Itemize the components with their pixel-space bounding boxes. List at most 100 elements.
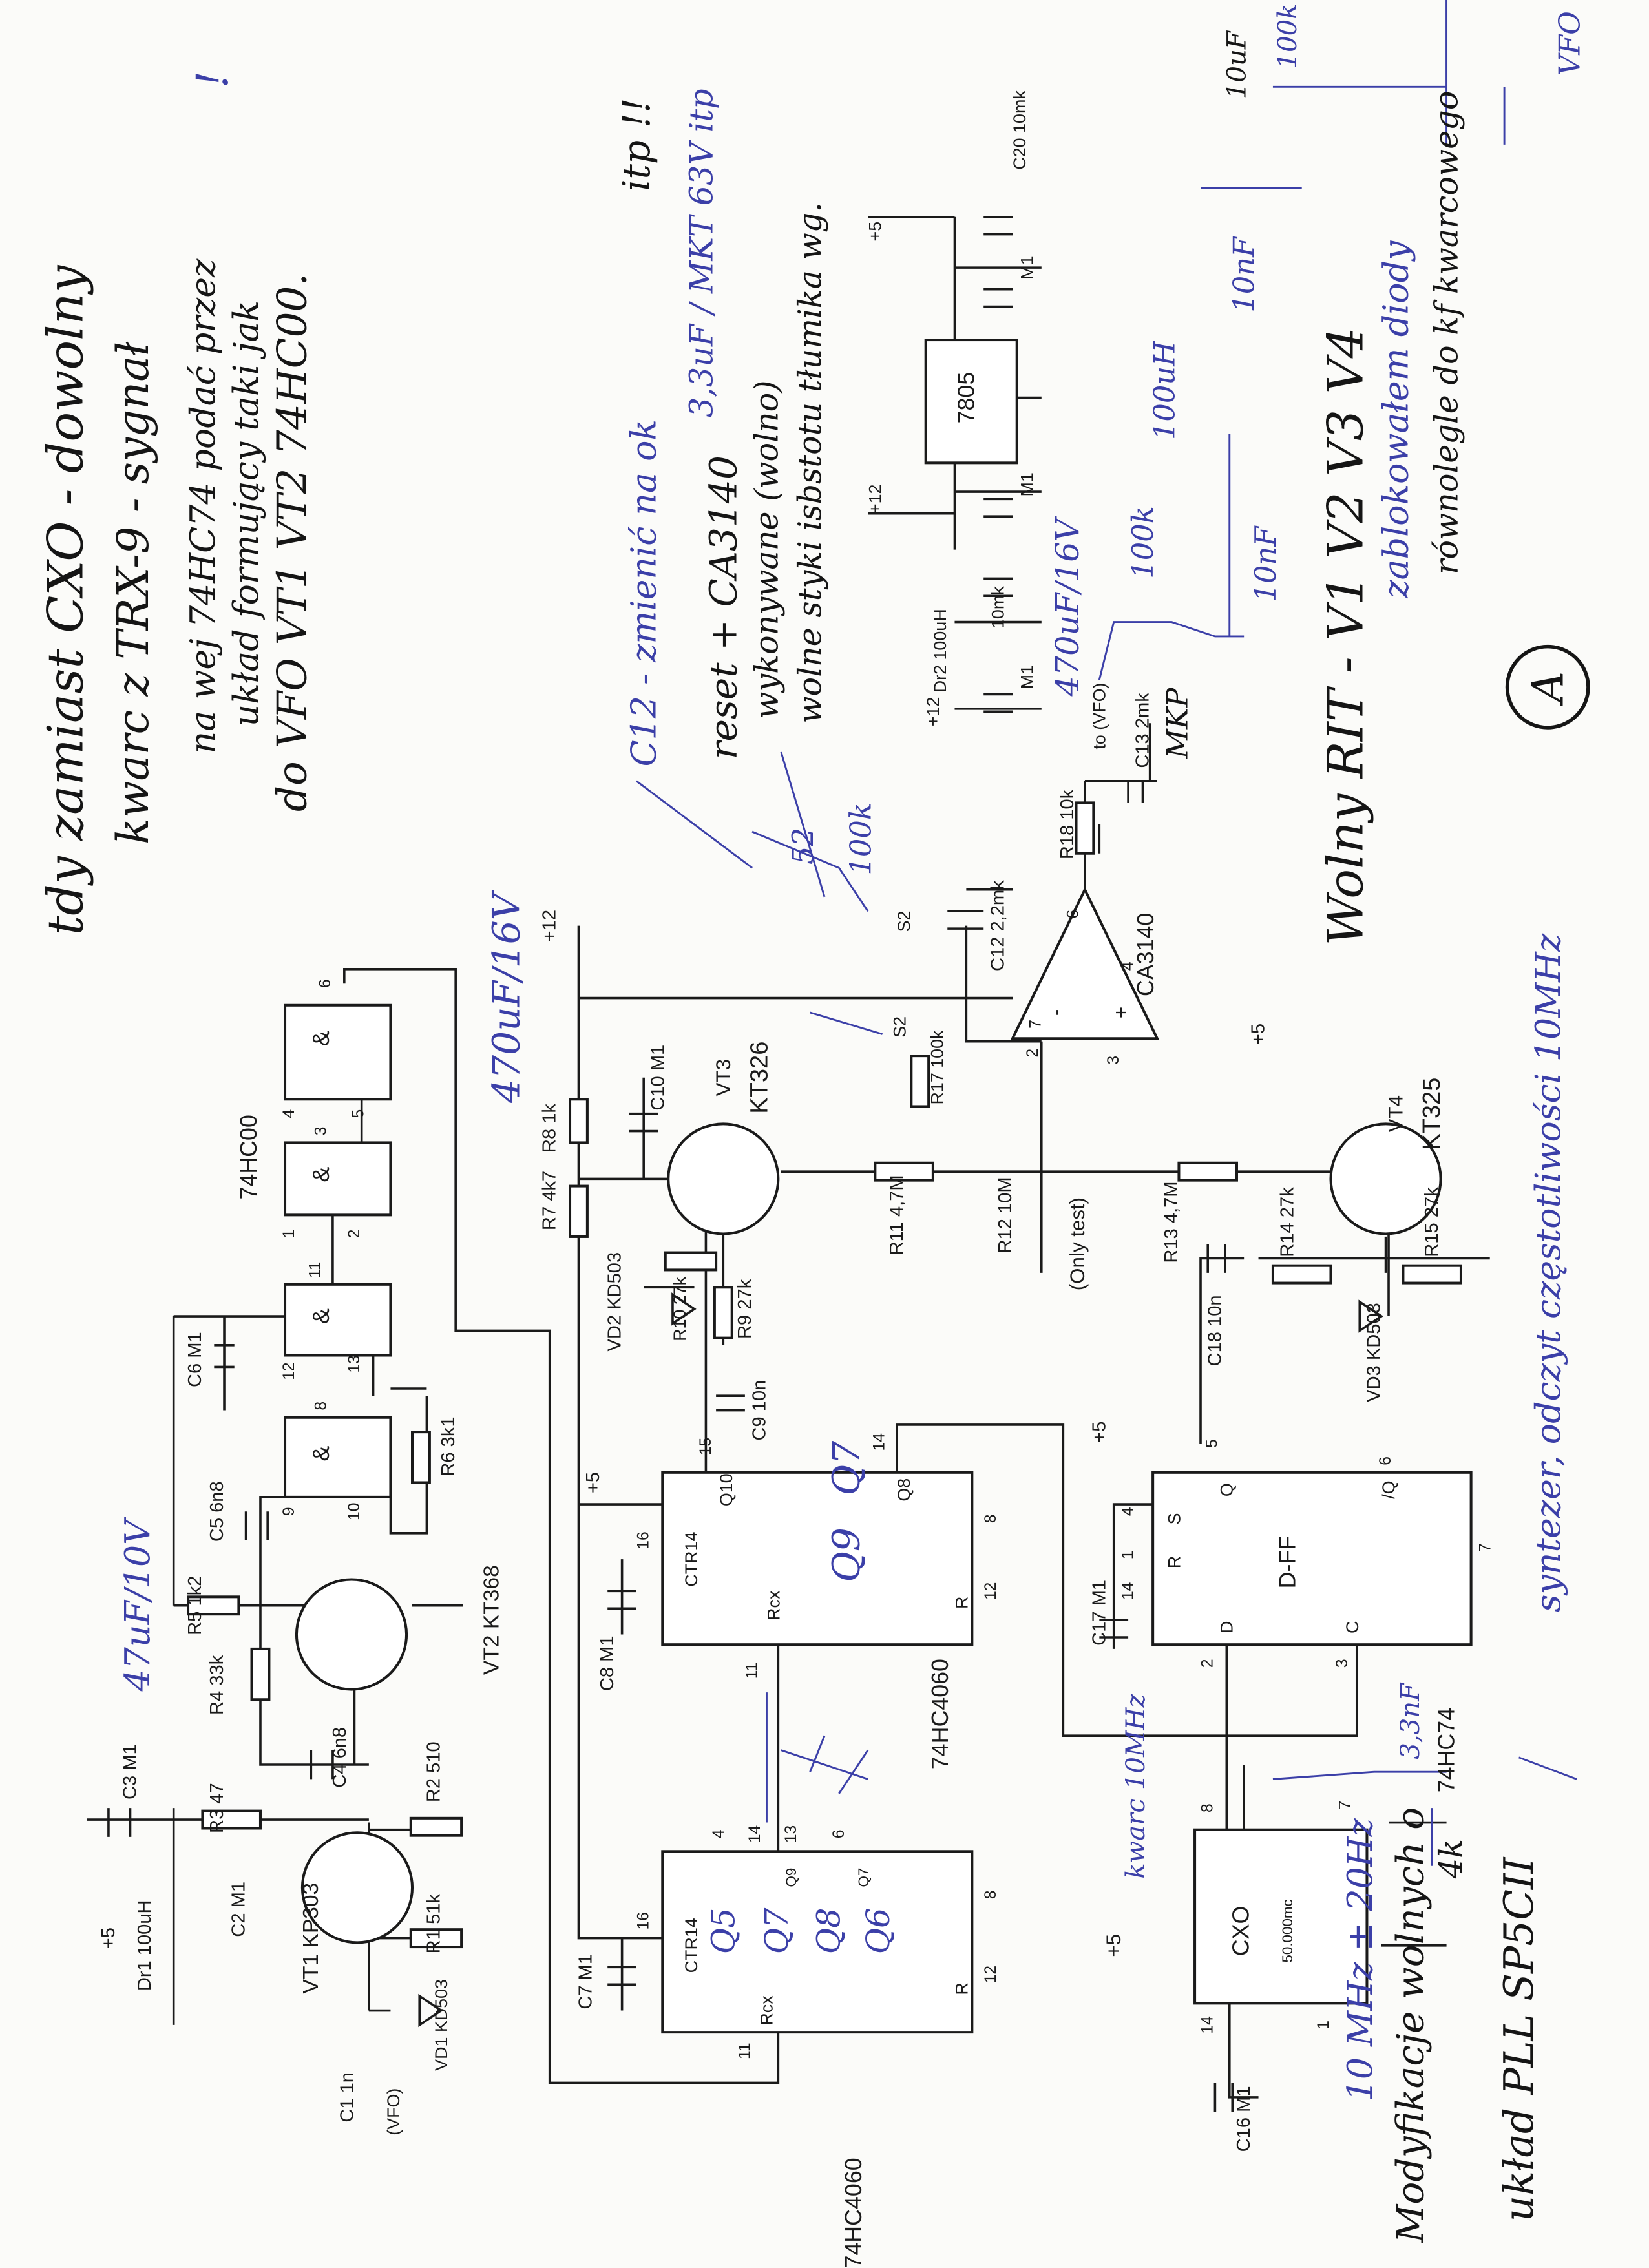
label-hc4060: 74HC4060 (927, 1659, 953, 1769)
label-q: Q (1217, 1483, 1236, 1496)
label-c12: C12 2,2mk (988, 880, 1009, 971)
handwritten-note-rown: równolegle do kf kwarcowego (1428, 91, 1465, 575)
handwritten-note-excl: ! (187, 71, 238, 89)
label-s: S (1165, 1513, 1184, 1524)
handwritten-note-mod: Modyfikacje wolnych o (1389, 1807, 1433, 2243)
label-r: R (952, 1982, 972, 1995)
label-p11: 11 (736, 2042, 753, 2059)
label-p7: 7 (1027, 1020, 1044, 1029)
handwritten-note-s52: 52 (786, 828, 820, 865)
label-vt2: VT2 KT368 (480, 1565, 504, 1675)
handwritten-note-e470b: 470uF/16V (1049, 516, 1086, 697)
transistor-vt1 (300, 1831, 414, 1944)
label-reg: 7805 (953, 372, 979, 424)
label-p1: 1 (280, 1230, 298, 1239)
label-p5: +5 (583, 1472, 604, 1493)
label-p6: 6 (317, 979, 334, 988)
label-p5: +5 (1248, 1024, 1269, 1045)
label-cxo-freq: 50.000mc (1279, 1899, 1296, 1962)
handwritten-note-synt: syntezer, odczyt częstotliwości 10MHz (1528, 933, 1568, 1612)
handwritten-note-c12note: C12 - zmienić na ok (624, 419, 664, 767)
label-r13: R13 4,7M (1161, 1181, 1182, 1263)
label-p4: 4 (1120, 961, 1137, 971)
transistor-vt4 (1329, 1122, 1442, 1235)
label-p2: 2 (1024, 1049, 1042, 1058)
label-p8: 8 (982, 1515, 1000, 1524)
label-c3: C3 M1 (120, 1744, 141, 1800)
label-m1: M1 (1017, 665, 1036, 689)
label-p16: 16 (635, 1912, 653, 1929)
label-vt4: VT4 (1385, 1095, 1407, 1132)
label-r18: R18 10k (1057, 789, 1078, 859)
label-rr: R (1165, 1556, 1184, 1568)
handwritten-note-nf10b: 10nF (1248, 525, 1283, 602)
label-p11: 11 (307, 1262, 324, 1279)
label-c4: C4 6n8 (330, 1727, 350, 1788)
label-c10mk: 10mk (989, 586, 1008, 629)
label-p16: 16 (635, 1531, 653, 1549)
label-p12: +12 (865, 485, 885, 514)
handwritten-note-n5: do VFO VT1 VT2 74HC00. (269, 273, 316, 812)
label-r1: R1 51k (424, 1894, 445, 1954)
handwritten-note-k100a: 100k (1126, 506, 1160, 579)
label-gate: & (308, 1308, 334, 1324)
label-q9: Q9 (783, 1868, 799, 1887)
label-p14: 14 (746, 1825, 764, 1843)
handwritten-note-n3: na wej 74HC74 podać przez (182, 258, 223, 753)
label-c7: C7 M1 (576, 1954, 596, 2010)
label-p15: 15 (697, 1438, 715, 1455)
label-p6: 6 (1377, 1456, 1394, 1465)
label-r3: R3 47 (207, 1783, 227, 1833)
handwritten-note-nf10a: 10nF (1227, 236, 1261, 313)
label-gate: & (308, 1031, 334, 1046)
label-p12: +12 (923, 697, 943, 727)
label-c18: C18 10n (1204, 1295, 1225, 1366)
label-c13: C13 2mk (1132, 693, 1153, 768)
label-r10: R10 27k (670, 1276, 689, 1341)
label-s2: S2 (894, 911, 914, 932)
label-s2: S2 (890, 1016, 909, 1038)
label-p5: +5 (98, 1927, 119, 1949)
handwritten-note-uf10: 10uF (1221, 30, 1252, 99)
label-p5: +5 (865, 222, 885, 242)
handwritten-note-e47: 47uF/10V (117, 1517, 158, 1692)
label-ctr14: CTR14 (682, 1918, 701, 1973)
handwritten-note-k100c: 100k (1272, 3, 1303, 68)
stamp-circle (1505, 644, 1590, 730)
label-c8: C8 M1 (597, 1635, 618, 1691)
label-c6: C6 M1 (185, 1332, 205, 1387)
label-p13: 13 (346, 1355, 363, 1372)
handwritten-note-q7b: Q7 (758, 1907, 795, 1954)
label-q7: Q7 (856, 1868, 872, 1887)
handwritten-note-mkp: MKP (1161, 688, 1195, 759)
label-to-vfo: to (VFO) (1089, 683, 1109, 750)
label-p2: 2 (1199, 1659, 1217, 1668)
label-c20: C20 10mk (1010, 90, 1029, 170)
label-c5: C5 6n8 (207, 1481, 227, 1542)
handwritten-note-k4: 4k (1432, 1839, 1469, 1879)
label-opamp: CA3140 (1133, 913, 1159, 996)
transistor-vt3 (667, 1122, 780, 1235)
handwritten-note-q6b: Q6 (859, 1908, 897, 1955)
label-p1: 1 (1120, 1551, 1137, 1560)
label-gate: & (308, 1167, 334, 1182)
label-p10: 10 (346, 1503, 363, 1520)
label-rcx: Rcx (764, 1590, 784, 1621)
handwritten-note-vfo: VFO (1552, 11, 1586, 76)
handwritten-note-kwarc: kwarc 10MHz (1120, 1694, 1151, 1879)
label-p12: 12 (280, 1362, 298, 1380)
label-c: C (1343, 1621, 1362, 1633)
label-p7: 7 (1477, 1543, 1495, 1552)
handwritten-note-itp: itp !! (614, 98, 658, 192)
label-kt326: KT326 (746, 1042, 773, 1114)
label-r9: R9 27k (735, 1279, 755, 1339)
label-m1: M1 (1017, 255, 1036, 279)
label-r15: R15 27k (1422, 1187, 1442, 1257)
transistor-vt2 (295, 1578, 408, 1691)
label-p12: 12 (982, 1582, 1000, 1600)
label-c17: C17 M1 (1089, 1580, 1109, 1646)
label-c10: C10 M1 (648, 1045, 669, 1111)
label-p6: 6 (830, 1830, 848, 1839)
handwritten-note-nf33: 3,3nF (1395, 1682, 1425, 1759)
regulator-7805 (924, 339, 1018, 465)
